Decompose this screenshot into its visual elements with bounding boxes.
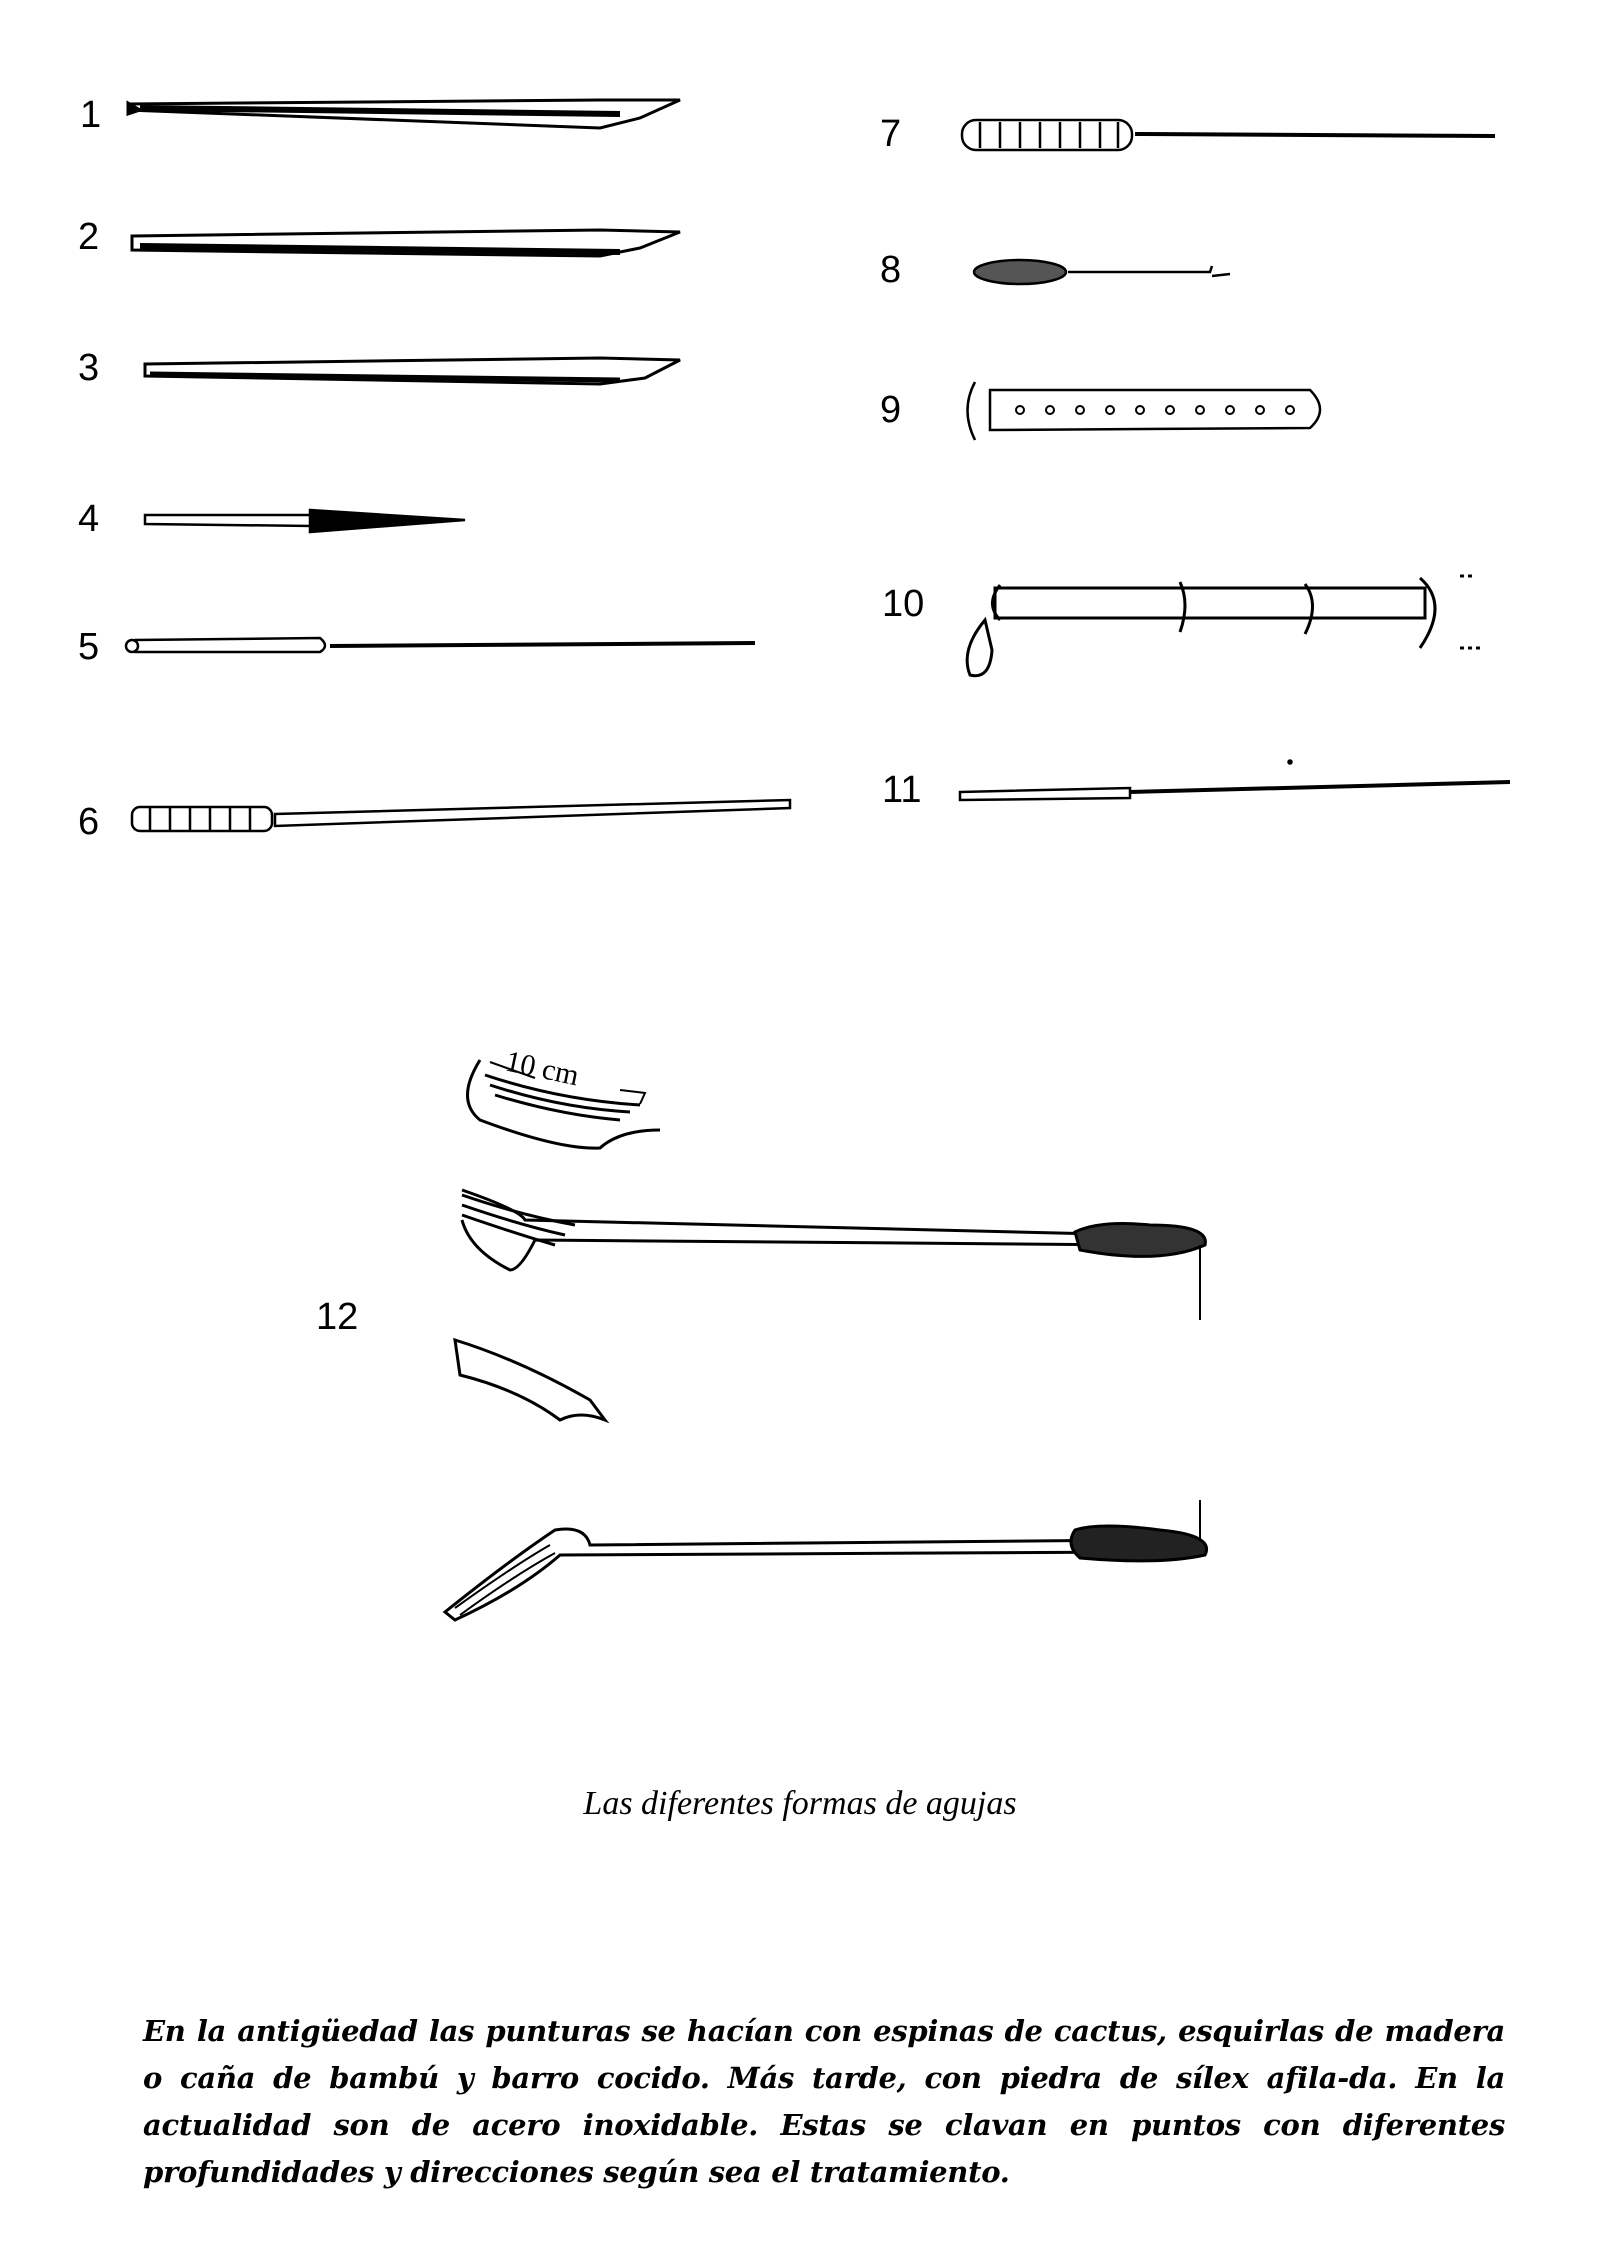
needle-1	[126, 98, 681, 130]
needle-label-6: 6	[78, 801, 100, 843]
needle-label-8: 8	[880, 249, 902, 291]
needle-8	[972, 258, 1231, 286]
needle-7	[960, 118, 1496, 152]
needle-label-7: 7	[880, 113, 902, 155]
needle-3	[143, 356, 681, 386]
needle-label-2: 2	[78, 216, 100, 258]
needle-2	[130, 228, 681, 258]
body-paragraph: En la antigüedad las punturas se hacían …	[143, 2014, 1505, 2189]
needle-label-9: 9	[880, 389, 902, 431]
needle-label-5: 5	[78, 626, 100, 668]
needle-label-11: 11	[882, 769, 922, 811]
needle-6	[130, 798, 792, 833]
needle-label-3: 3	[78, 347, 100, 389]
needle-9	[966, 381, 1322, 441]
needle-label-1: 1	[80, 94, 102, 136]
needle-label-10: 10	[882, 583, 925, 625]
needle-12	[442, 1059, 1208, 1622]
figure-caption: Las diferentes formas de agujas	[583, 1785, 1017, 1822]
needle-10	[965, 574, 1480, 678]
needle-label-4: 4	[78, 498, 100, 540]
needle-label-12: 12	[316, 1296, 359, 1338]
needle-4	[143, 508, 466, 534]
needle-11	[958, 759, 1511, 802]
needle-5	[124, 636, 756, 654]
